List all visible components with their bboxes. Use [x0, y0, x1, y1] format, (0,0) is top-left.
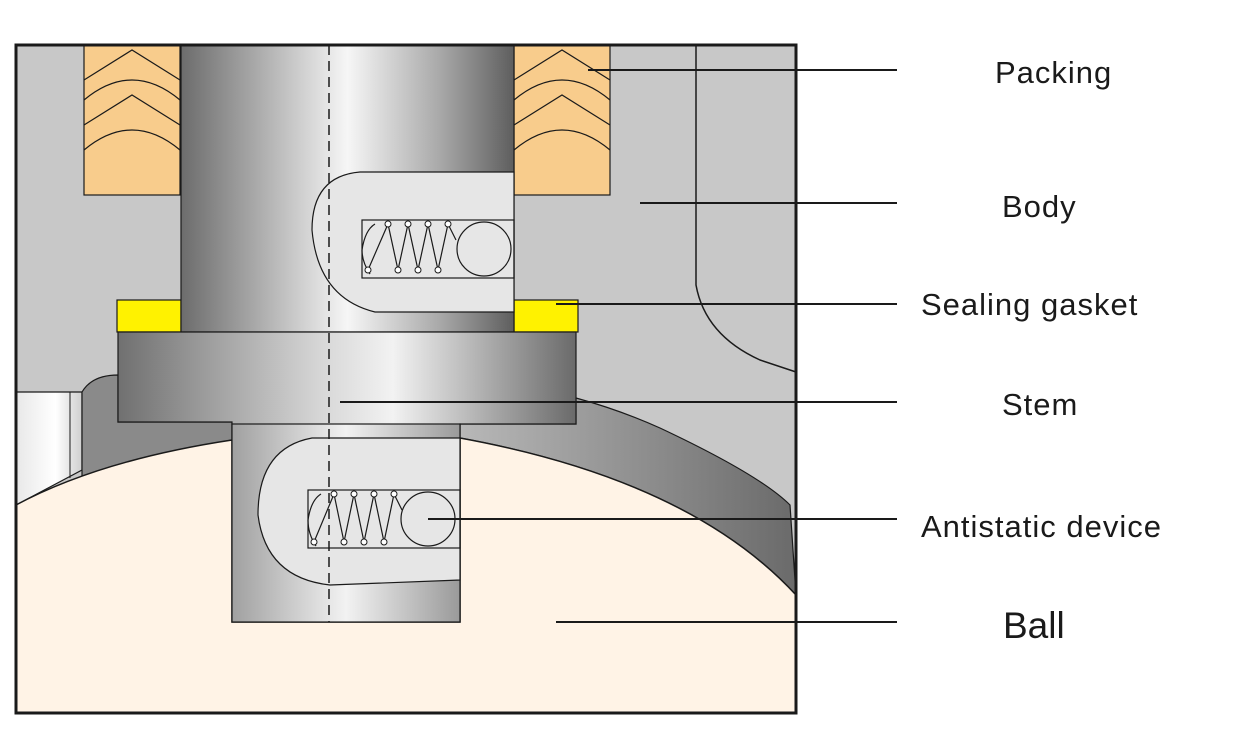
label-packing: Packing: [995, 55, 1113, 90]
sealing-gasket-left: [116, 299, 182, 333]
upper-antistatic-ball: [456, 221, 512, 277]
diagram-frame: [14, 43, 798, 715]
label-ball: Ball: [1003, 605, 1065, 646]
lower-spring-rivets: [310, 490, 398, 546]
leader-lines: [340, 69, 897, 623]
body-contour-line: [695, 45, 797, 373]
packing-right: [513, 44, 611, 196]
label-antistatic-device: Antistatic device: [921, 509, 1162, 544]
label-sealing-gasket: Sealing gasket: [921, 287, 1139, 322]
label-body: Body: [1002, 189, 1077, 224]
upper-spring-rivets: [364, 220, 452, 274]
packing-left: [83, 44, 181, 196]
label-stem: Stem: [1002, 387, 1079, 422]
ball-region: [15, 437, 797, 714]
sealing-gasket-right: [513, 299, 579, 333]
